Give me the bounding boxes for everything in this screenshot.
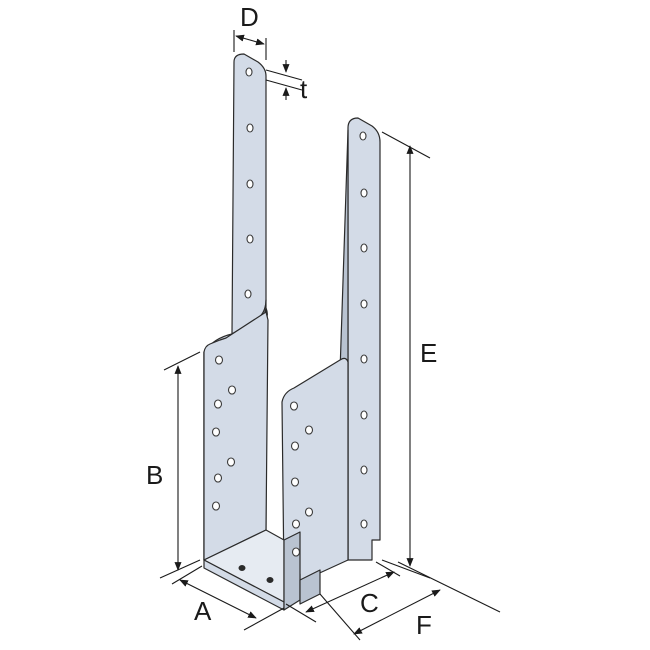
- label-a: A: [194, 596, 212, 626]
- seat-holes: [238, 565, 274, 583]
- dimension-b: [159, 351, 201, 579]
- dimension-t: [265, 60, 303, 100]
- seat-right-lip: [283, 531, 301, 611]
- dimension-d: [233, 30, 267, 60]
- label-e: E: [420, 338, 437, 368]
- left-side-holes: [211, 355, 237, 511]
- label-f: F: [416, 610, 432, 640]
- dimension-a: [171, 565, 285, 631]
- right-flange-holes: [359, 131, 368, 529]
- joist-hanger: [203, 53, 381, 611]
- dimension-e: [381, 131, 431, 579]
- label-c: C: [360, 588, 379, 618]
- left-flange-holes: [244, 67, 254, 299]
- label-t: t: [300, 74, 308, 104]
- dimension-f: [319, 561, 501, 641]
- left-wall-face: [203, 311, 269, 561]
- label-d: D: [240, 2, 259, 32]
- label-b: B: [146, 460, 163, 490]
- right-rear-flange: [347, 117, 381, 561]
- right-side-holes: [289, 401, 314, 557]
- dimension-c: [285, 561, 401, 623]
